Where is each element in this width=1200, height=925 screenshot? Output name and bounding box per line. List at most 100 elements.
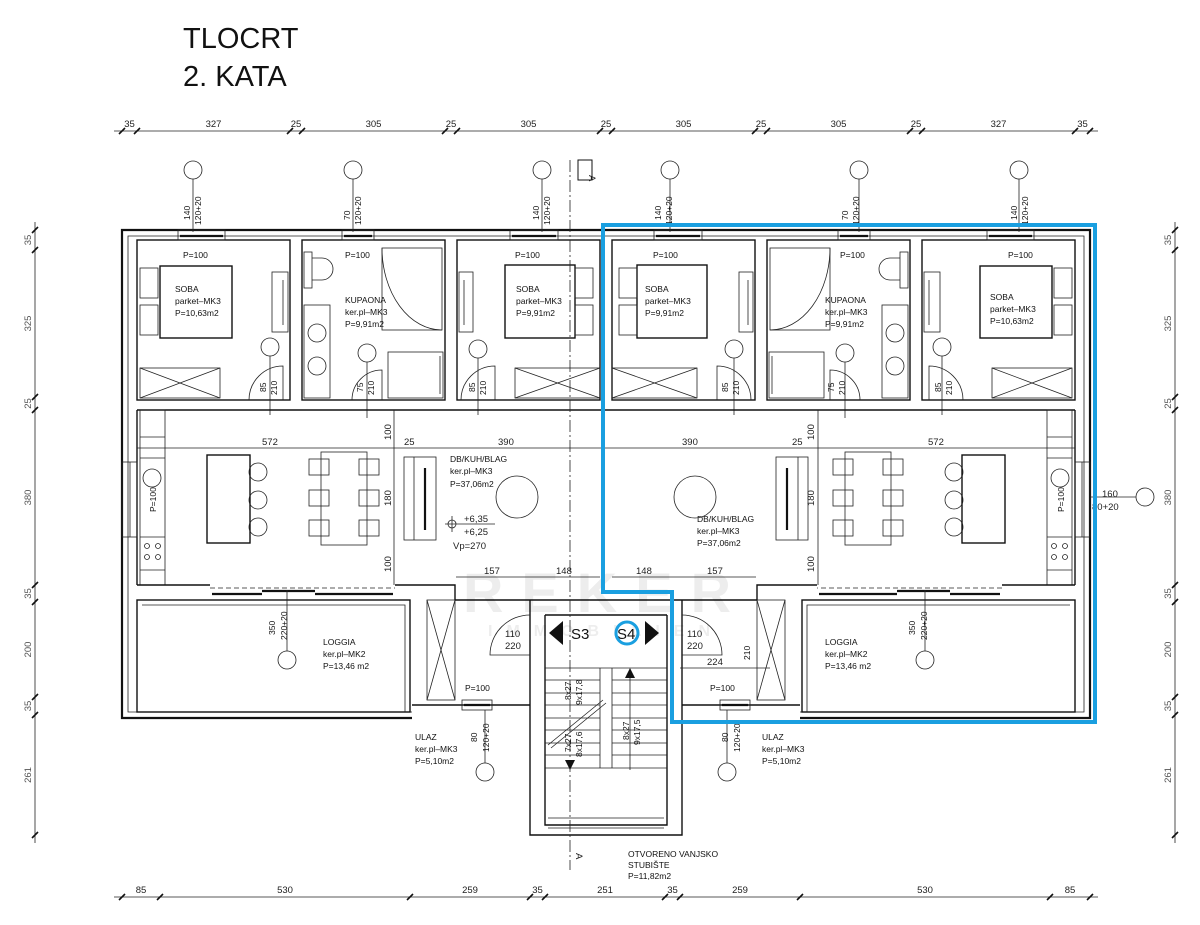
dim-left-tick	[31, 581, 39, 589]
svg-text:P=100: P=100	[183, 250, 208, 260]
svg-text:220: 220	[687, 641, 703, 652]
dim-bottom-tick	[796, 893, 804, 901]
arrow-left-icon	[549, 621, 563, 645]
dim-right-tick	[1171, 831, 1179, 839]
svg-text:350: 350	[267, 621, 277, 635]
svg-text:148: 148	[636, 566, 652, 577]
svg-text:100: 100	[806, 556, 817, 572]
dim-top-tick	[906, 127, 914, 135]
dim-top-label: 305	[831, 119, 847, 130]
svg-text:140: 140	[653, 206, 663, 220]
dim-top-label: 35	[124, 119, 135, 130]
selected-unit-marker[interactable]	[614, 620, 640, 646]
dim-right-label: 35	[1163, 701, 1174, 712]
svg-text:LOGGIA: LOGGIA	[323, 637, 356, 647]
selected-apartment-outline[interactable]	[601, 223, 1097, 724]
svg-text:210: 210	[269, 381, 279, 395]
svg-text:110: 110	[687, 629, 702, 640]
svg-text:P=100: P=100	[1008, 250, 1033, 260]
dim-right-tick	[1171, 226, 1179, 234]
svg-text:157: 157	[707, 566, 723, 577]
dim-top-label: 305	[676, 119, 692, 130]
dim-top-tick	[118, 127, 126, 135]
dim-bottom-label: 35	[667, 885, 678, 896]
svg-text:100: 100	[383, 556, 394, 572]
svg-text:110: 110	[505, 629, 520, 640]
svg-text:P=9,91m2: P=9,91m2	[645, 308, 684, 318]
svg-text:P=13,46 m2: P=13,46 m2	[323, 661, 369, 671]
svg-text:OTVORENO VANJSKO: OTVORENO VANJSKO	[628, 849, 718, 859]
svg-text:SOBA: SOBA	[516, 284, 540, 294]
svg-text:parket–MK3: parket–MK3	[516, 296, 562, 306]
dim-right-label: 200	[1163, 642, 1174, 658]
dim-top-tick	[441, 127, 449, 135]
watermark-logo: REKER	[463, 561, 749, 624]
dim-right-tick	[1171, 246, 1179, 254]
svg-text:P=11,82m2: P=11,82m2	[628, 871, 671, 881]
apartment-geometry	[120, 160, 606, 836]
svg-text:157: 157	[484, 566, 500, 577]
svg-text:DB/KUH/BLAG: DB/KUH/BLAG	[450, 454, 507, 464]
dim-top-tick	[596, 127, 604, 135]
svg-text:KUPAONA: KUPAONA	[345, 295, 386, 305]
dim-left-tick	[31, 831, 39, 839]
svg-text:parket–MK3: parket–MK3	[990, 304, 1036, 314]
dim-bottom-label: 85	[136, 885, 147, 896]
dim-top-tick	[608, 127, 616, 135]
svg-text:160: 160	[1102, 489, 1118, 500]
dim-left-label: 200	[23, 642, 34, 658]
svg-text:80+20: 80+20	[1092, 502, 1119, 513]
dim-left-tick	[31, 711, 39, 719]
dim-right-tick	[1171, 711, 1179, 719]
arrow-right-icon	[645, 621, 659, 645]
svg-text:140: 140	[1009, 206, 1019, 220]
svg-text:ULAZ: ULAZ	[762, 732, 784, 742]
dim-bottom-label: 251	[597, 885, 613, 896]
dim-top-tick	[1086, 127, 1094, 135]
svg-text:parket–MK3: parket–MK3	[645, 296, 691, 306]
svg-text:390: 390	[498, 437, 514, 448]
svg-text:224: 224	[707, 657, 723, 668]
dim-left-label: 25	[23, 398, 34, 409]
dim-right-label: 261	[1163, 767, 1174, 783]
svg-text:SOBA: SOBA	[645, 284, 669, 294]
elevation-marker-circle	[447, 519, 457, 529]
svg-text:120+20: 120+20	[851, 196, 861, 225]
dim-left-label: 35	[23, 701, 34, 712]
dim-bottom-tick	[661, 893, 669, 901]
dim-left-tick	[31, 226, 39, 234]
svg-text:P=100: P=100	[710, 683, 735, 693]
svg-text:9x17,8: 9x17,8	[574, 679, 584, 705]
stair-cut-line	[547, 699, 607, 749]
svg-text:ker.pl–MK3: ker.pl–MK3	[345, 307, 388, 317]
dim-bottom-tick	[1086, 893, 1094, 901]
svg-text:210: 210	[742, 646, 752, 660]
svg-text:120+20: 120+20	[481, 723, 491, 752]
svg-text:140: 140	[531, 206, 541, 220]
svg-text:70: 70	[840, 210, 850, 220]
svg-text:210: 210	[366, 381, 376, 395]
svg-text:25: 25	[792, 437, 803, 448]
svg-text:8x17,6: 8x17,6	[574, 731, 584, 757]
dim-top-tick	[286, 127, 294, 135]
dim-left-tick	[31, 693, 39, 701]
svg-text:ker.pl–MK2: ker.pl–MK2	[323, 649, 366, 659]
dim-left-tick	[31, 393, 39, 401]
svg-text:210: 210	[837, 381, 847, 395]
svg-text:80: 80	[469, 732, 479, 742]
svg-text:85: 85	[258, 382, 268, 392]
svg-text:572: 572	[262, 437, 278, 448]
svg-text:ker.pl–MK3: ker.pl–MK3	[697, 526, 740, 536]
dim-top-label: 25	[291, 119, 302, 130]
dim-bottom-tick	[676, 893, 684, 901]
dim-left-tick	[31, 406, 39, 414]
svg-text:P=10,63m2: P=10,63m2	[175, 308, 219, 318]
stair-label-s3: S3	[571, 626, 589, 643]
dim-right-label: 35	[1163, 235, 1174, 246]
dim-bottom-tick	[406, 893, 414, 901]
svg-text:70: 70	[342, 210, 352, 220]
dim-right-tick	[1171, 406, 1179, 414]
